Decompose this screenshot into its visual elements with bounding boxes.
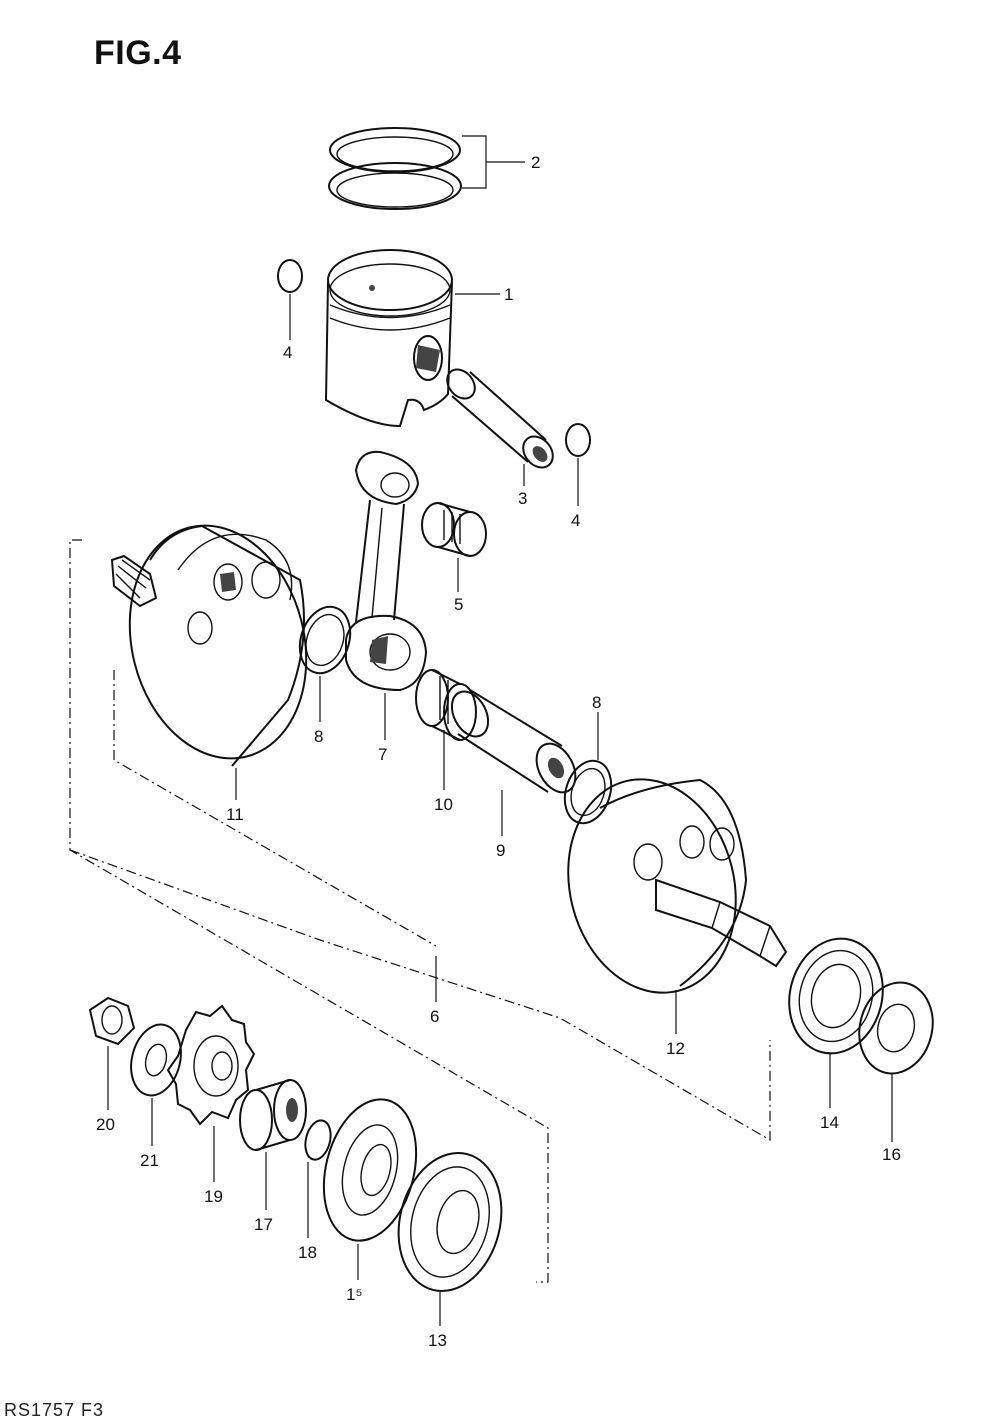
crank-pin-part [450, 689, 577, 794]
small-end-bearing-part [421, 502, 487, 557]
washer-part [130, 1023, 182, 1097]
callout-12: 12 [666, 1039, 685, 1058]
primary-drive-gear-part [166, 1004, 256, 1126]
callout-16: 16 [882, 1145, 901, 1164]
crankshaft-left-flywheel-part [110, 524, 308, 767]
callout-13: 13 [428, 1331, 447, 1350]
crankshaft-assembly-bracket [69, 539, 771, 1283]
drawing-code: RS1757 F3 [4, 1400, 105, 1420]
callout-20: 20 [96, 1115, 115, 1134]
callout-14: 14 [820, 1113, 839, 1132]
oil-seal-left-part [322, 1098, 418, 1242]
crankshaft-right-flywheel-part [567, 778, 788, 994]
circlip-left-part [277, 259, 303, 340]
nut-part [88, 996, 136, 1046]
callout-21: 21 [140, 1151, 159, 1170]
circlip-right-part [565, 423, 591, 506]
oil-seal-right-part [858, 981, 934, 1075]
piston-pin-part [446, 368, 554, 469]
callout-10: 10 [434, 795, 453, 814]
callout-8-right: 8 [592, 693, 601, 712]
callout-3: 3 [518, 489, 527, 508]
bearing-left-part [397, 1152, 503, 1292]
callout-6: 6 [430, 1007, 439, 1026]
big-end-bearing-part [415, 669, 477, 741]
piston-rings-part [328, 127, 462, 210]
callout-2: 2 [531, 153, 540, 172]
piston-part [324, 249, 453, 428]
callout-9: 9 [496, 841, 505, 860]
callout-8-left: 8 [314, 727, 323, 746]
o-ring-part [304, 1119, 332, 1161]
callout-15: 1⁵ [346, 1285, 363, 1304]
leader-2 [462, 135, 525, 189]
callout-19: 19 [204, 1187, 223, 1206]
callout-17: 17 [254, 1215, 273, 1234]
thrust-washer-left-part [298, 605, 352, 675]
callout-1: 1 [504, 285, 513, 304]
callout-4-right: 4 [571, 511, 580, 530]
callout-11: 11 [226, 805, 244, 824]
callout-18: 18 [298, 1243, 317, 1262]
callout-4-left: 4 [283, 343, 292, 362]
spacer-part [239, 1079, 307, 1151]
figure-title: FIG.4 [94, 34, 182, 72]
connecting-rod-part [345, 450, 428, 692]
bearing-right-outer-part [788, 937, 884, 1055]
callout-7: 7 [378, 745, 387, 764]
callout-5: 5 [454, 595, 463, 614]
